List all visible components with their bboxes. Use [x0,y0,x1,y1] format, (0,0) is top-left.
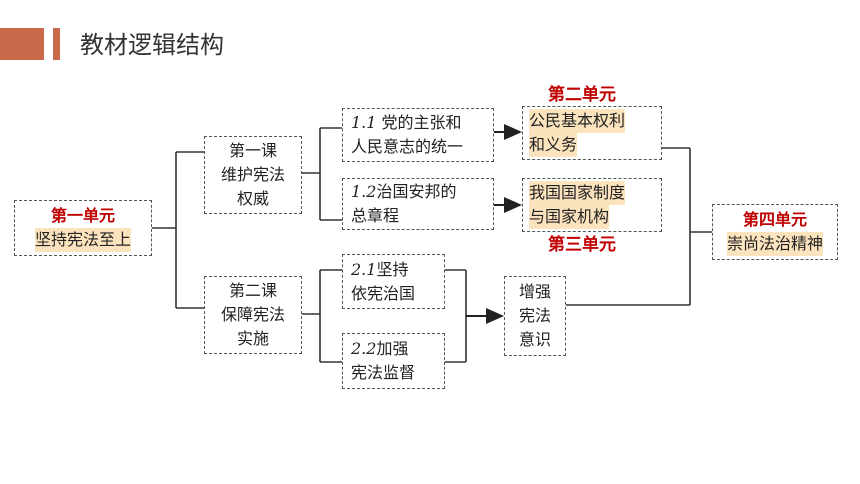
unit4-subtitle: 崇尚法治精神 [726,232,823,256]
topic-1-2-text1: 治国安邦的 [376,182,457,201]
topic-2-2-line2: 宪法监督 [351,363,416,382]
topic-2-2-box: 2.2加强 宪法监督 [342,333,445,389]
topic-2-1-line2: 依宪治国 [351,283,416,303]
unit3-line1: 我国国家制度 [529,181,626,205]
unit3-box: 我国国家制度 与国家机构 [522,178,662,232]
topic-2-2-line1: 2.2加强 [351,337,408,361]
awareness-line3: 意识 [518,330,551,349]
topic-2-1-line1: 2.1坚持 [351,258,408,282]
header-accent-block [0,28,44,60]
unit1-title: 第一单元 [50,206,115,225]
topic-1-1-line1: 1.1 党的主张和 [351,111,462,135]
topic-1-1-number: 1.1 [351,113,377,132]
topic-2-2-text1: 加强 [376,339,409,358]
unit1-box: 第一单元 坚持宪法至上 [14,200,152,256]
unit2-title: 第二单元 [548,85,616,105]
topic-1-1-box: 1.1 党的主张和 人民意志的统一 [342,108,494,162]
unit4-title: 第四单元 [742,210,807,229]
topic-1-2-number: 1.2 [351,182,377,201]
awareness-box: 增强 宪法 意识 [504,276,566,356]
lesson2-line1: 第二课 [228,281,277,300]
topic-1-2-line2: 总章程 [351,206,400,225]
unit1-subtitle: 坚持宪法至上 [34,228,131,252]
topic-1-2-line1: 1.2治国安邦的 [351,180,456,204]
topic-2-1-number: 2.1 [351,259,377,279]
unit2-line1: 公民基本权利 [529,109,626,133]
topic-2-1-box: 2.1坚持 依宪治国 [342,254,445,309]
unit4-box: 第四单元 崇尚法治精神 [712,204,838,260]
awareness-line2: 宪法 [518,306,551,325]
topic-2-1-text1: 坚持 [376,259,409,279]
lesson2-line2: 保障宪法 [220,305,285,324]
page-title: 教材逻辑结构 [80,31,224,59]
unit2-line2: 和义务 [529,133,578,157]
unit3-line2: 与国家机构 [529,205,610,229]
topic-1-1-line2: 人民意志的统一 [351,137,464,156]
topic-1-2-box: 1.2治国安邦的 总章程 [342,178,494,230]
lesson1-line3: 权威 [236,189,269,208]
lesson1-line2: 维护宪法 [220,165,285,184]
lesson1-box: 第一课 维护宪法 权威 [204,136,302,214]
topic-2-2-number: 2.2 [351,339,377,358]
awareness-line1: 增强 [518,282,551,301]
topic-1-1-text1: 党的主张和 [376,113,462,132]
unit3-title: 第三单元 [548,235,616,255]
lesson2-line3: 实施 [236,329,269,348]
lesson2-box: 第二课 保障宪法 实施 [204,276,302,354]
header-accent-bar [53,28,60,60]
lesson1-line1: 第一课 [228,141,277,160]
unit2-box: 公民基本权利 和义务 [522,106,662,160]
